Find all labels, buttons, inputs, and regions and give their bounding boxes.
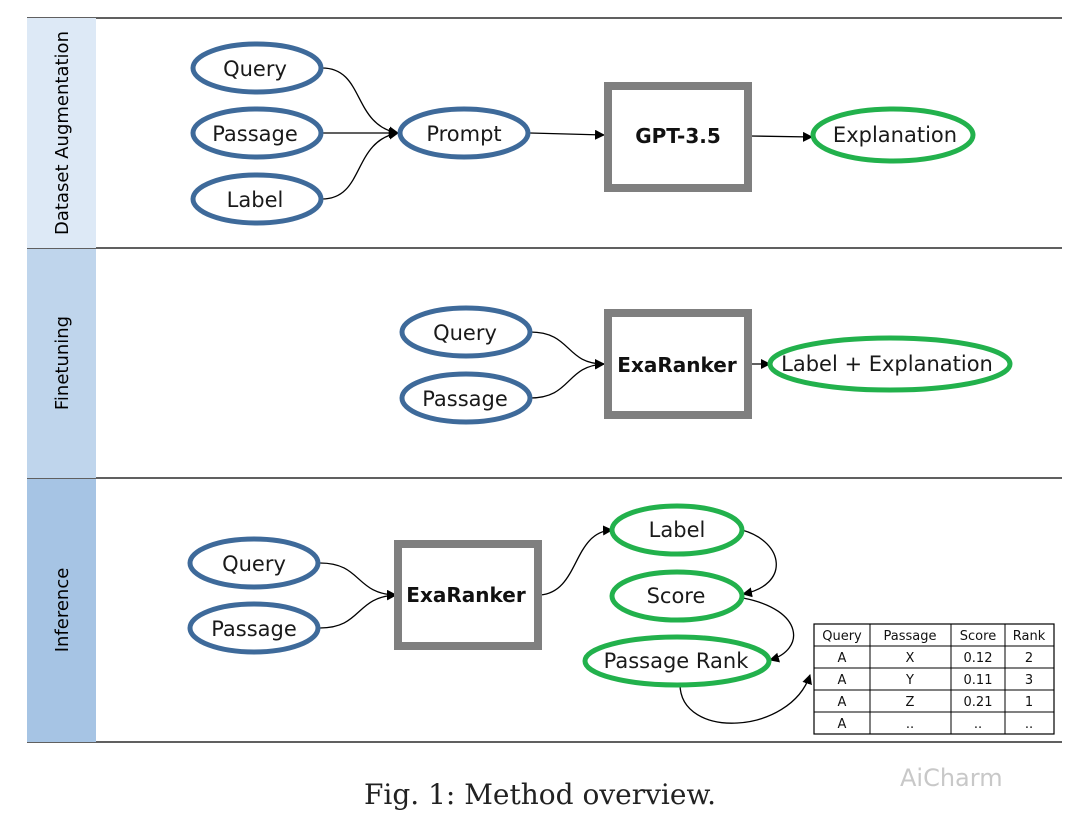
node-explanation: [810, 106, 976, 164]
table-frame: [813, 623, 1055, 735]
band-label-augmentation: Dataset Augmentation: [52, 31, 73, 235]
table-cell: 1: [1025, 695, 1033, 710]
edge-ft-query-model: [529, 331, 605, 369]
table-cell: 2: [1025, 651, 1033, 666]
edge-gpt-explanation: [749, 131, 813, 142]
band-label-finetuning: Finetuning: [52, 316, 73, 410]
table-cell: A: [838, 673, 847, 688]
node-label: [190, 172, 324, 226]
edge-prompt-gpt: [529, 129, 605, 140]
table-cell: 0.21: [964, 695, 993, 710]
table-cell: ..: [1025, 717, 1033, 732]
inf-node-query-label: Query: [222, 552, 286, 576]
watermark-text: AiCharm: [900, 764, 1003, 792]
band-strip-inference: [27, 479, 96, 742]
ft-node-passage: [399, 371, 533, 425]
ft-node-query-label: Query: [433, 321, 497, 345]
table-cell: A: [838, 717, 847, 732]
figure-caption: Fig. 1: Method overview.: [364, 778, 716, 811]
table-cell: ..: [906, 717, 914, 732]
table-cell: 3: [1025, 673, 1033, 688]
ft-exaranker-box: [604, 309, 752, 419]
node-query-label: Query: [223, 57, 287, 81]
inf-exaranker-box: [394, 540, 542, 650]
inf-node-score: [609, 569, 745, 623]
table-header: Score: [960, 629, 996, 644]
table-cell: 0.12: [964, 651, 993, 666]
table-cell: 0.11: [964, 673, 993, 688]
edge-inf-model-label: [539, 525, 613, 596]
ft-node-query: [399, 305, 533, 359]
inf-node-score-label: Score: [647, 584, 706, 608]
table-header: Query: [822, 629, 862, 644]
augmentation-section: Query Passage Label Prompt GPT-3.5 Expla…: [190, 41, 976, 226]
node-prompt-label: Prompt: [426, 122, 501, 146]
gpt-box-label: GPT-3.5: [635, 124, 721, 148]
edge-rank-table: [679, 674, 812, 724]
edge-query-prompt: [321, 67, 399, 137]
edge-inf-query-model: [319, 562, 397, 600]
edge-inf-passage-model: [319, 590, 397, 629]
edge-ft-passage-model: [529, 359, 605, 399]
node-prompt: [397, 106, 531, 160]
node-passage: [190, 106, 324, 160]
band-label-inference: Inference: [52, 568, 73, 653]
ft-node-passage-label: Passage: [422, 387, 508, 411]
node-explanation-label: Explanation: [833, 123, 957, 147]
table-cell: A: [838, 651, 847, 666]
edge-label-score: [741, 529, 777, 598]
inference-section: Query Passage ExaRanker Label Score Pass…: [187, 503, 1055, 735]
ft-node-label-explanation: [767, 335, 1013, 393]
table-header: Rank: [1013, 629, 1046, 644]
band-strip-augmentation: [27, 18, 96, 248]
node-query: [190, 41, 324, 95]
node-label-label: Label: [227, 188, 284, 212]
edge-score-rank: [742, 597, 795, 663]
inf-node-passage-rank: [582, 634, 772, 688]
ft-exaranker-label: ExaRanker: [617, 353, 737, 377]
inf-node-passage-rank-label: Passage Rank: [604, 649, 750, 673]
table-header: Passage: [884, 629, 937, 644]
ranking-table: Query Passage Score Rank A X 0.12 2 A Y …: [813, 623, 1055, 735]
edge-label-prompt: [321, 129, 399, 200]
ft-node-label-explanation-label: Label + Explanation: [781, 352, 993, 376]
table-cell: ..: [974, 717, 982, 732]
inf-node-query: [187, 536, 321, 590]
table-cell: Y: [905, 673, 914, 688]
inf-node-label-label: Label: [649, 518, 706, 542]
inf-exaranker-label: ExaRanker: [406, 583, 526, 607]
band-strip-finetuning: [27, 249, 96, 478]
inf-node-passage-label: Passage: [211, 617, 297, 641]
node-passage-label: Passage: [212, 122, 298, 146]
gpt-box: [604, 82, 752, 192]
table-cell: A: [838, 695, 847, 710]
inf-node-passage: [187, 601, 321, 655]
table-cell: X: [906, 651, 915, 666]
inf-node-label: [609, 503, 745, 557]
table-cell: Z: [906, 695, 915, 710]
finetuning-section: Query Passage ExaRanker Label + Explanat…: [399, 305, 1013, 425]
